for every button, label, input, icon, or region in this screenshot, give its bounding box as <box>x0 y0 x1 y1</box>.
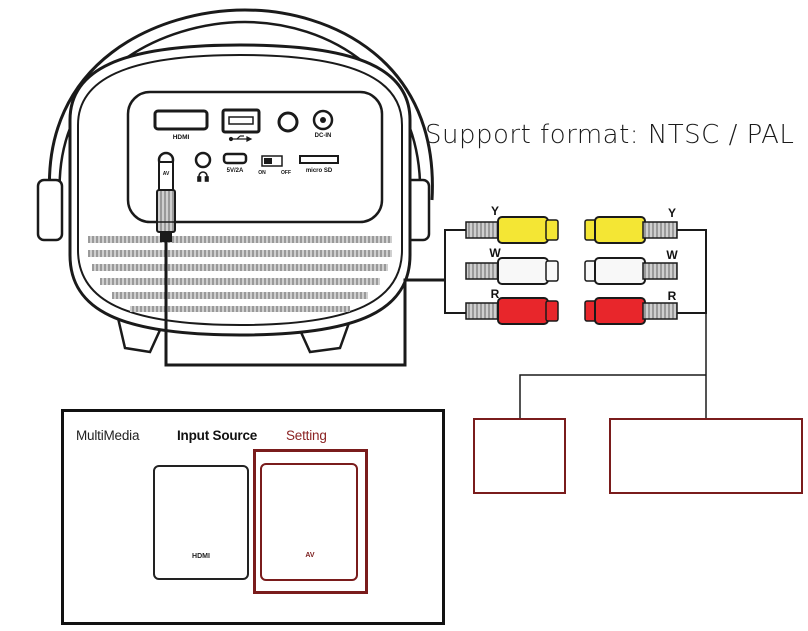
rca-plug-left-white <box>465 257 559 285</box>
usb-icon <box>228 135 253 142</box>
tab-input-source[interactable]: Input Source <box>177 428 258 443</box>
power-rating-label: 5V/2A <box>226 168 244 174</box>
tab-multimedia[interactable]: MultiMedia <box>76 428 140 443</box>
av-selection-highlight <box>253 449 368 594</box>
hdmi-port-label: HDMI <box>172 134 190 141</box>
source-tile-av-label: AV <box>305 552 315 559</box>
cable-label-right-r: R <box>667 289 677 303</box>
cable-to-router <box>519 374 706 420</box>
rca-plug-left-yellow <box>465 216 559 244</box>
rca-bundle-right <box>677 229 707 314</box>
projector <box>36 8 445 367</box>
rca-plug-left-red <box>465 297 559 325</box>
player-device-box <box>609 418 803 494</box>
tab-setting[interactable]: Setting <box>286 428 327 443</box>
left-hinge <box>36 178 64 242</box>
vent-grille <box>88 236 392 312</box>
micro-sd-label: micro SD <box>305 168 333 174</box>
cable-label-left-w: W <box>489 246 501 260</box>
source-tile-hdmi[interactable] <box>153 465 249 580</box>
micro-sd-slot <box>299 155 339 164</box>
micro-usb-port <box>222 152 248 165</box>
av-port-label: AV <box>162 171 170 177</box>
source-tile-av[interactable] <box>260 463 358 581</box>
rca-bundle-left <box>444 229 466 314</box>
cable-label-left-y: Y <box>490 204 500 218</box>
router-device-box <box>473 418 566 494</box>
rca-plug-right-yellow <box>584 216 678 244</box>
support-format-text: Support format: NTSC / PAL <box>425 120 795 150</box>
cable-label-right-y: Y <box>667 206 677 220</box>
av-plug <box>156 161 176 242</box>
av-cable <box>164 242 445 367</box>
dc-in-label: DC-IN <box>314 133 332 139</box>
source-tile-hdmi-label: HDMI <box>192 553 210 560</box>
headphone-port <box>194 151 212 169</box>
switch-off-label: OFF <box>281 170 291 176</box>
rca-plug-right-red <box>584 297 678 325</box>
switch-on-label: ON <box>258 170 266 176</box>
projector-handle <box>47 8 434 201</box>
hdmi-port <box>153 109 209 131</box>
cable-label-right-w: W <box>666 248 678 262</box>
audio-round-port <box>277 111 299 133</box>
rca-plug-right-white <box>584 257 678 285</box>
cable-label-left-r: R <box>490 287 500 301</box>
rca-cables <box>444 216 707 420</box>
headphone-icon <box>197 171 209 182</box>
